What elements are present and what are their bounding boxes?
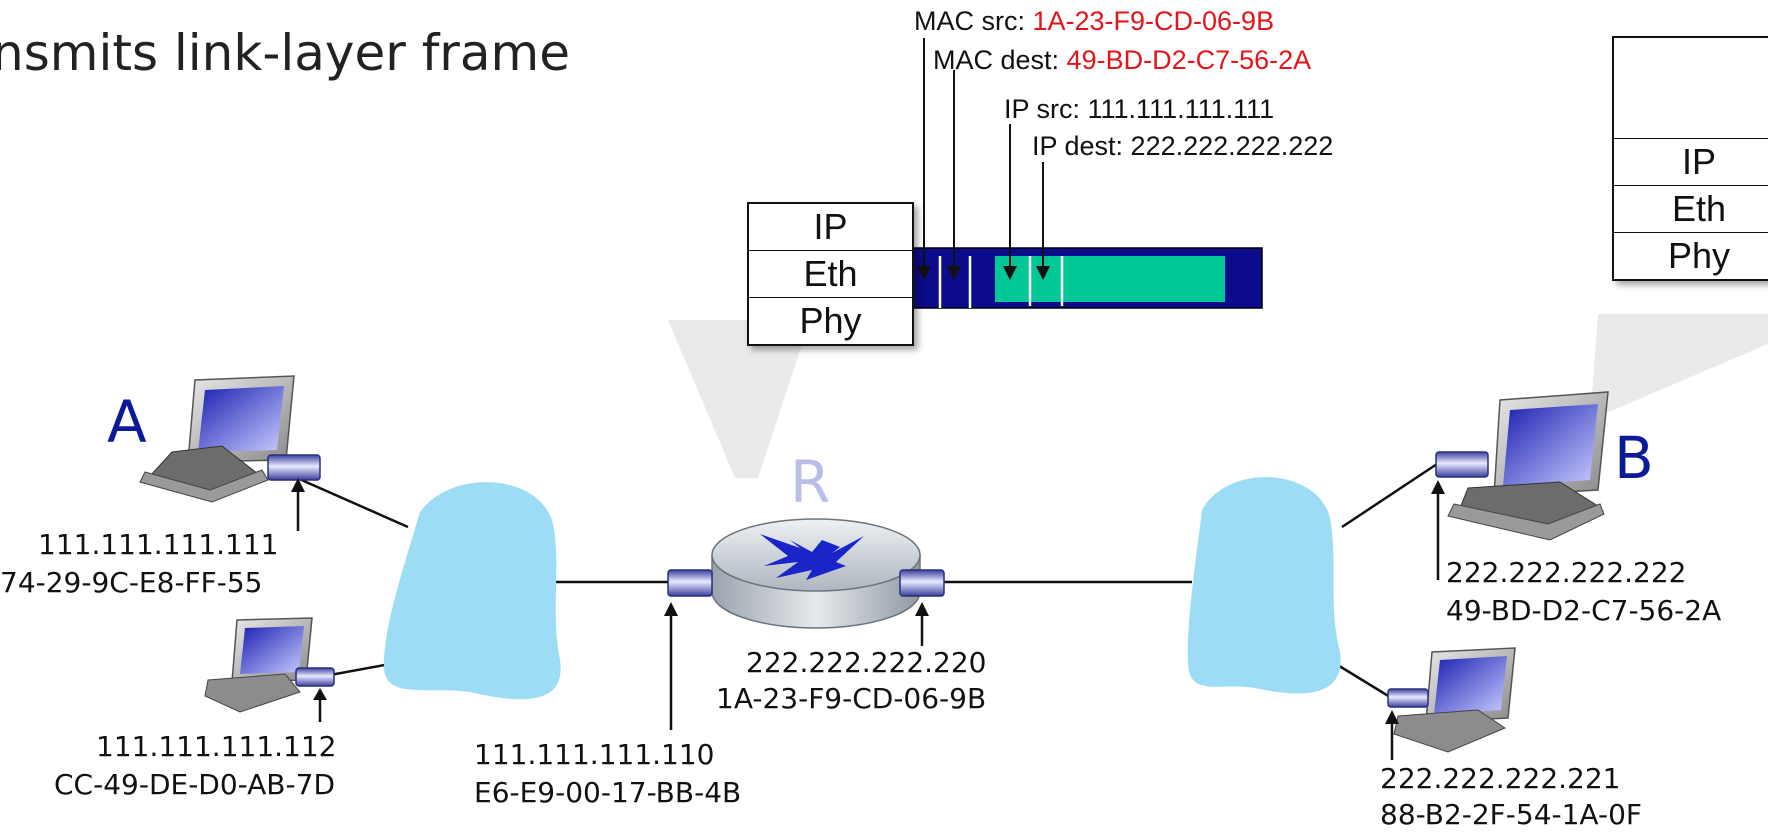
host-a-computer bbox=[139, 375, 295, 503]
host-b-interface bbox=[1435, 451, 1489, 478]
router-label: R bbox=[790, 448, 831, 516]
router-icon bbox=[711, 518, 921, 629]
host-b-protocol-stack: IP Eth Phy bbox=[1612, 36, 1768, 281]
host-a-arrowhead bbox=[291, 478, 305, 492]
host-b2-interface bbox=[1387, 688, 1429, 708]
host-b-mac: 49-BD-D2-C7-56-2A bbox=[1446, 594, 1722, 627]
host-a2-ip: 111.111.111.112 bbox=[96, 730, 337, 763]
ip-dest-arrowhead bbox=[1036, 266, 1050, 280]
router-right-arrowhead bbox=[915, 602, 929, 616]
host-a-mac: 74-29-9C-E8-FF-55 bbox=[0, 566, 263, 599]
stack-layer-ip: IP bbox=[749, 204, 912, 251]
stack-layer-upper bbox=[1614, 38, 1768, 139]
mac-dest-value: 49-BD-D2-C7-56-2A bbox=[1066, 45, 1312, 75]
host-b2-arrowhead bbox=[1385, 710, 1399, 724]
router-right-mac: 1A-23-F9-CD-06-9B bbox=[716, 682, 987, 715]
router-left-mac: E6-E9-00-17-BB-4B bbox=[474, 776, 742, 809]
ip-src-label: IP src: 111.111.111.111 bbox=[1004, 94, 1275, 124]
slide-title: nsmits link-layer frame bbox=[0, 24, 570, 82]
host-a2-computer bbox=[204, 617, 313, 713]
router-left-ip: 111.111.111.110 bbox=[474, 738, 715, 771]
stack-layer-eth: Eth bbox=[1614, 186, 1768, 233]
host-b-label: B bbox=[1614, 424, 1654, 492]
mac-src-value: 1A-23-F9-CD-06-9B bbox=[1032, 6, 1275, 36]
host-a-ip: 111.111.111.111 bbox=[38, 528, 279, 561]
host-a2-interface bbox=[295, 667, 335, 687]
host-b-stack-callout bbox=[1590, 314, 1768, 420]
link-a-to-subnet1 bbox=[296, 476, 409, 529]
ip-dest-label: IP dest: 222.222.222.222 bbox=[1032, 131, 1334, 161]
host-a-interface bbox=[267, 454, 321, 481]
stack-layer-phy: Phy bbox=[1667, 235, 1731, 276]
router-stack-callout bbox=[668, 320, 810, 478]
host-b2-mac: 88-B2-2F-54-1A-0F bbox=[1380, 798, 1642, 831]
subnet-1-cloud bbox=[383, 482, 561, 700]
router-left-interface bbox=[667, 569, 713, 597]
router-right-ip: 222.222.222.220 bbox=[746, 646, 987, 679]
stack-layer-ip: IP bbox=[1614, 139, 1768, 186]
link-subnet2-to-b2 bbox=[1335, 662, 1391, 699]
stack-layer-eth: Eth bbox=[749, 251, 912, 298]
subnet-2-cloud bbox=[1187, 477, 1341, 694]
mac-src-arrowhead bbox=[917, 266, 931, 280]
host-b-arrowhead bbox=[1431, 480, 1445, 494]
link-subnet2-to-b bbox=[1341, 462, 1438, 529]
mac-src-caption: MAC src: bbox=[914, 6, 1033, 36]
host-a-label: A bbox=[107, 388, 147, 456]
router-right-interface bbox=[899, 569, 945, 597]
link-a2-to-subnet1 bbox=[329, 662, 391, 677]
mac-dest-arrowhead bbox=[947, 266, 961, 280]
host-b2-computer bbox=[1393, 647, 1516, 753]
mac-src-label: MAC src: 1A-23-F9-CD-06-9B bbox=[914, 6, 1274, 37]
mac-dest-label: MAC dest: 49-BD-D2-C7-56-2A bbox=[933, 45, 1311, 76]
mac-dest-caption: MAC dest: bbox=[933, 45, 1067, 75]
host-b2-ip: 222.222.222.221 bbox=[1380, 762, 1621, 795]
host-a2-arrowhead bbox=[313, 688, 327, 700]
ip-src-arrowhead bbox=[1003, 266, 1017, 280]
stack-layer-phy: Phy bbox=[799, 300, 862, 341]
host-b-ip: 222.222.222.222 bbox=[1446, 556, 1687, 589]
host-a2-mac: CC-49-DE-D0-AB-7D bbox=[54, 768, 335, 801]
router-left-arrowhead bbox=[664, 602, 678, 616]
host-b-computer bbox=[1447, 391, 1609, 541]
router-protocol-stack: IP Eth Phy bbox=[747, 202, 914, 346]
frame-payload bbox=[995, 256, 1225, 302]
